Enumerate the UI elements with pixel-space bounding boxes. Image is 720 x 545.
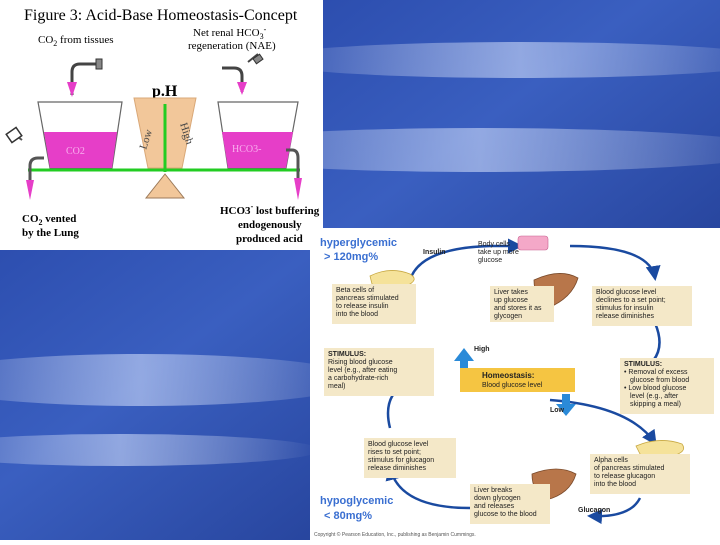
left-faucet-icon (72, 59, 102, 95)
hyperglycemic-threshold: > 120mg% (324, 251, 378, 263)
insulin-label: Insulin (423, 249, 446, 256)
right-inflow-arrow-icon (237, 82, 247, 95)
net-renal-label: Net renal HCO3- (193, 25, 267, 41)
net-renal-label-line2: regeneration (NAE) (188, 40, 276, 52)
hco3-lost-label: HCO3- lost buffering (220, 202, 320, 217)
acid-base-diagram: Figure 3: Acid-Base Homeostasis-Concept … (0, 0, 323, 250)
blood-glucose-diagram: hyperglycemic > 120mg% Insulin Body cell… (310, 228, 720, 540)
top-loop-arrow (570, 246, 655, 278)
acid-base-figure: Figure 3: Acid-Base Homeostasis-Concept … (0, 0, 323, 250)
rises-text: Blood glucose level rises to set point; … (368, 441, 436, 472)
right-vessel-label: HCO3- (232, 144, 261, 155)
left-outlet-valve-icon (6, 127, 22, 142)
body-cells-text: Body cells take up more glucose (478, 241, 521, 264)
ph-label: p.H (152, 83, 178, 100)
co2-vented-label-line2: by the Lung (22, 227, 79, 239)
left-inflow-arrow-icon (67, 82, 77, 97)
figure-title: Figure 3: Acid-Base Homeostasis-Concept (24, 7, 298, 24)
co2-from-tissues-label: CO2 from tissues (38, 34, 114, 48)
left-vessel-label: CO2 (66, 146, 85, 157)
hypoglycemic-threshold: < 80mg% (324, 510, 372, 522)
hco3-lost-label-line3: produced acid (236, 233, 303, 245)
homeostasis-title: Homeostasis: (482, 371, 534, 380)
body-cells-icon (518, 236, 548, 250)
co2-vented-label: CO2 vented (22, 213, 76, 227)
hco3-lost-label-line2: endogenously (238, 219, 302, 231)
homeostasis-sub: Blood glucose level (482, 382, 543, 389)
hyperglycemic-label: hyperglycemic (320, 237, 397, 249)
hypoglycemic-label: hypoglycemic (320, 495, 393, 507)
blood-glucose-figure: hyperglycemic > 120mg% Insulin Body cell… (310, 228, 720, 540)
copyright-notice: Copyright © Pearson Education, Inc., pub… (314, 531, 476, 538)
pivot-triangle (146, 174, 184, 198)
low-label: Low (550, 407, 565, 414)
glucagon-label: Glucagon (578, 507, 610, 514)
left-outflow-arrow-icon (26, 180, 34, 200)
left-outlet-pipe-icon (14, 134, 44, 180)
right-outflow-arrow-icon (294, 178, 302, 200)
high-label: High (474, 346, 490, 353)
